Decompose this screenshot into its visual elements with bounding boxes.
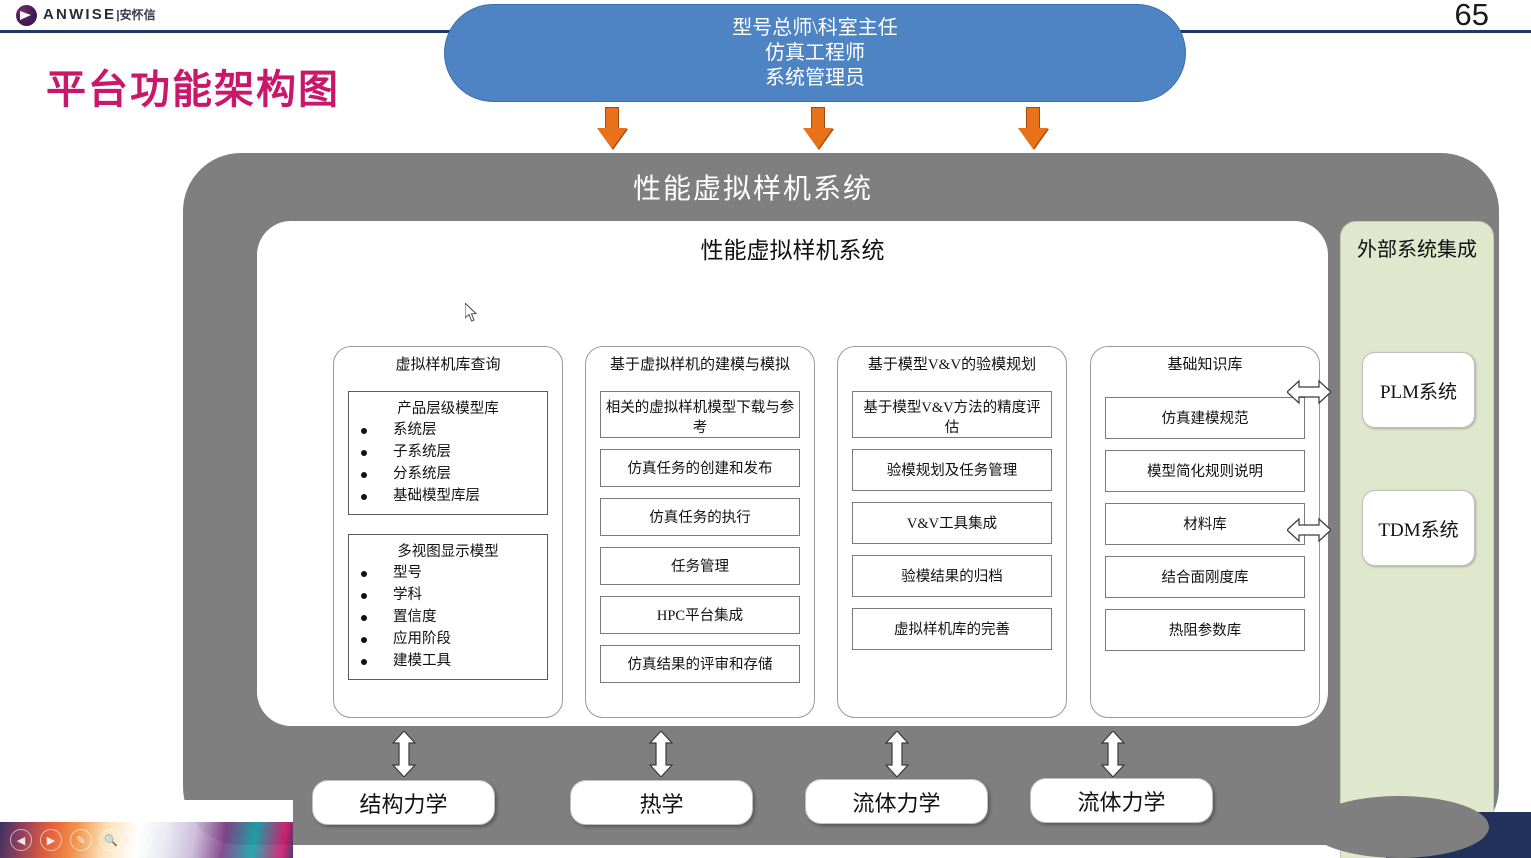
- down-arrow-icon-3: [1018, 107, 1048, 149]
- module-item[interactable]: 相关的虚拟样机模型下载与参考: [600, 391, 800, 438]
- brand-logo-text: ANWISE|安怀信: [43, 4, 156, 26]
- double-arrow-icon-discipline-4: [1100, 731, 1126, 777]
- list-item[interactable]: 学科: [355, 584, 541, 606]
- page-number: 65: [1454, 0, 1489, 32]
- list-item[interactable]: 分系统层: [355, 463, 541, 485]
- module-item[interactable]: 验模规划及任务管理: [852, 449, 1052, 491]
- module-item[interactable]: 虚拟样机库的完善: [852, 608, 1052, 650]
- module-item[interactable]: 模型简化规则说明: [1105, 450, 1305, 492]
- module-item[interactable]: 任务管理: [600, 547, 800, 585]
- module-item[interactable]: 热阻参数库: [1105, 609, 1305, 651]
- module-item[interactable]: 材料库: [1105, 503, 1305, 545]
- module-column-title: 基于模型V&V的验模规划: [867, 357, 1037, 373]
- double-arrow-icon-discipline-2: [648, 731, 674, 777]
- list-item[interactable]: 型号: [355, 562, 541, 584]
- page-title: 平台功能架构图: [46, 68, 340, 112]
- anwise-logo-icon: [16, 4, 37, 26]
- module-column-modeling-simulation[interactable]: 基于虚拟样机的建模与模拟 相关的虚拟样机模型下载与参考 仿真任务的创建和发布 仿…: [585, 346, 815, 718]
- brand-separator: |: [116, 8, 120, 22]
- pen-icon[interactable]: ✎: [70, 829, 92, 851]
- down-arrow-icon-1: [597, 107, 627, 149]
- list-item[interactable]: 建模工具: [355, 650, 541, 672]
- discipline-box-fluid-1[interactable]: 流体力学: [805, 779, 988, 824]
- more-options-icon[interactable]: ⋯: [130, 829, 152, 851]
- brand-cn: 安怀信: [119, 8, 156, 22]
- brand-logo: ANWISE|安怀信: [16, 2, 156, 28]
- module-item[interactable]: 验模结果的归档: [852, 555, 1052, 597]
- zoom-icon[interactable]: 🔍: [100, 829, 122, 851]
- module-column-vv-planning[interactable]: 基于模型V&V的验模规划 基于模型V&V方法的精度评估 验模规划及任务管理 V&…: [837, 346, 1067, 718]
- roles-pill: 型号总师\科室主任 仿真工程师 系统管理员: [444, 4, 1186, 102]
- external-system-plm[interactable]: PLM系统: [1362, 352, 1475, 428]
- double-arrow-icon-tdm: [1287, 516, 1331, 544]
- list-item[interactable]: 子系统层: [355, 441, 541, 463]
- next-slide-icon[interactable]: ▶: [40, 829, 62, 851]
- discipline-box-thermal[interactable]: 热学: [570, 780, 753, 825]
- presentation-toolbar[interactable]: ◀ ▶ ✎ 🔍 ⋯: [0, 822, 293, 858]
- module-column-title: 基础知识库: [1167, 357, 1243, 373]
- list-item[interactable]: 置信度: [355, 606, 541, 628]
- role-line-3: 系统管理员: [765, 66, 865, 89]
- down-arrow-icon-2: [803, 107, 833, 149]
- bullet-group-multiview-display: 多视图显示模型 型号 学科 置信度 应用阶段 建模工具: [348, 534, 548, 680]
- module-item[interactable]: V&V工具集成: [852, 502, 1052, 544]
- external-systems-panel: 外部系统集成 PLM系统 TDM系统: [1340, 221, 1494, 858]
- module-item[interactable]: 仿真任务的创建和发布: [600, 449, 800, 487]
- module-item[interactable]: HPC平台集成: [600, 596, 800, 634]
- role-line-2: 仿真工程师: [765, 41, 865, 64]
- brand-latin: ANWISE: [43, 6, 117, 23]
- external-system-tdm[interactable]: TDM系统: [1362, 490, 1475, 566]
- discipline-box-fluid-2[interactable]: 流体力学: [1030, 778, 1213, 823]
- discipline-box-structural[interactable]: 结构力学: [312, 780, 495, 825]
- platform-container: 性能虚拟样机系统 性能虚拟样机系统 虚拟样机库查询 产品层级模型库 系统层 子系…: [183, 153, 1499, 858]
- bullet-group-title: 产品层级模型库: [397, 401, 499, 417]
- module-column-model-library-query[interactable]: 虚拟样机库查询 产品层级模型库 系统层 子系统层 分系统层 基础模型库层 多视图…: [333, 346, 563, 718]
- module-item[interactable]: 结合面刚度库: [1105, 556, 1305, 598]
- module-column-knowledge-base[interactable]: 基础知识库 仿真建模规范 模型简化规则说明 材料库 结合面刚度库 热阻参数库: [1090, 346, 1320, 718]
- previous-slide-icon[interactable]: ◀: [10, 829, 32, 851]
- module-item[interactable]: 仿真任务的执行: [600, 498, 800, 536]
- module-item[interactable]: 仿真结果的评审和存储: [600, 645, 800, 683]
- module-column-title: 基于虚拟样机的建模与模拟: [609, 357, 790, 373]
- platform-title: 性能虚拟样机系统: [632, 174, 873, 205]
- module-item[interactable]: 基于模型V&V方法的精度评估: [852, 391, 1052, 438]
- bullet-group-product-hierarchy: 产品层级模型库 系统层 子系统层 分系统层 基础模型库层: [348, 391, 548, 515]
- double-arrow-icon-plm: [1287, 378, 1331, 406]
- system-panel-title: 性能虚拟样机系统: [700, 238, 885, 263]
- module-column-title: 虚拟样机库查询: [395, 357, 501, 373]
- external-systems-title: 外部系统集成: [1357, 239, 1477, 261]
- bullet-group-title: 多视图显示模型: [397, 544, 499, 560]
- double-arrow-icon-discipline-3: [884, 731, 910, 777]
- list-item[interactable]: 基础模型库层: [355, 485, 541, 507]
- role-line-1: 型号总师\科室主任: [732, 16, 898, 39]
- system-panel: 性能虚拟样机系统 虚拟样机库查询 产品层级模型库 系统层 子系统层 分系统层 基…: [257, 221, 1328, 726]
- footer-grey-overlay: [1309, 796, 1489, 858]
- list-item[interactable]: 系统层: [355, 419, 541, 441]
- mouse-cursor: [465, 303, 478, 322]
- list-item[interactable]: 应用阶段: [355, 628, 541, 650]
- slide-bottom-strip: [0, 800, 293, 822]
- module-item[interactable]: 仿真建模规范: [1105, 397, 1305, 439]
- double-arrow-icon-discipline-1: [391, 731, 417, 777]
